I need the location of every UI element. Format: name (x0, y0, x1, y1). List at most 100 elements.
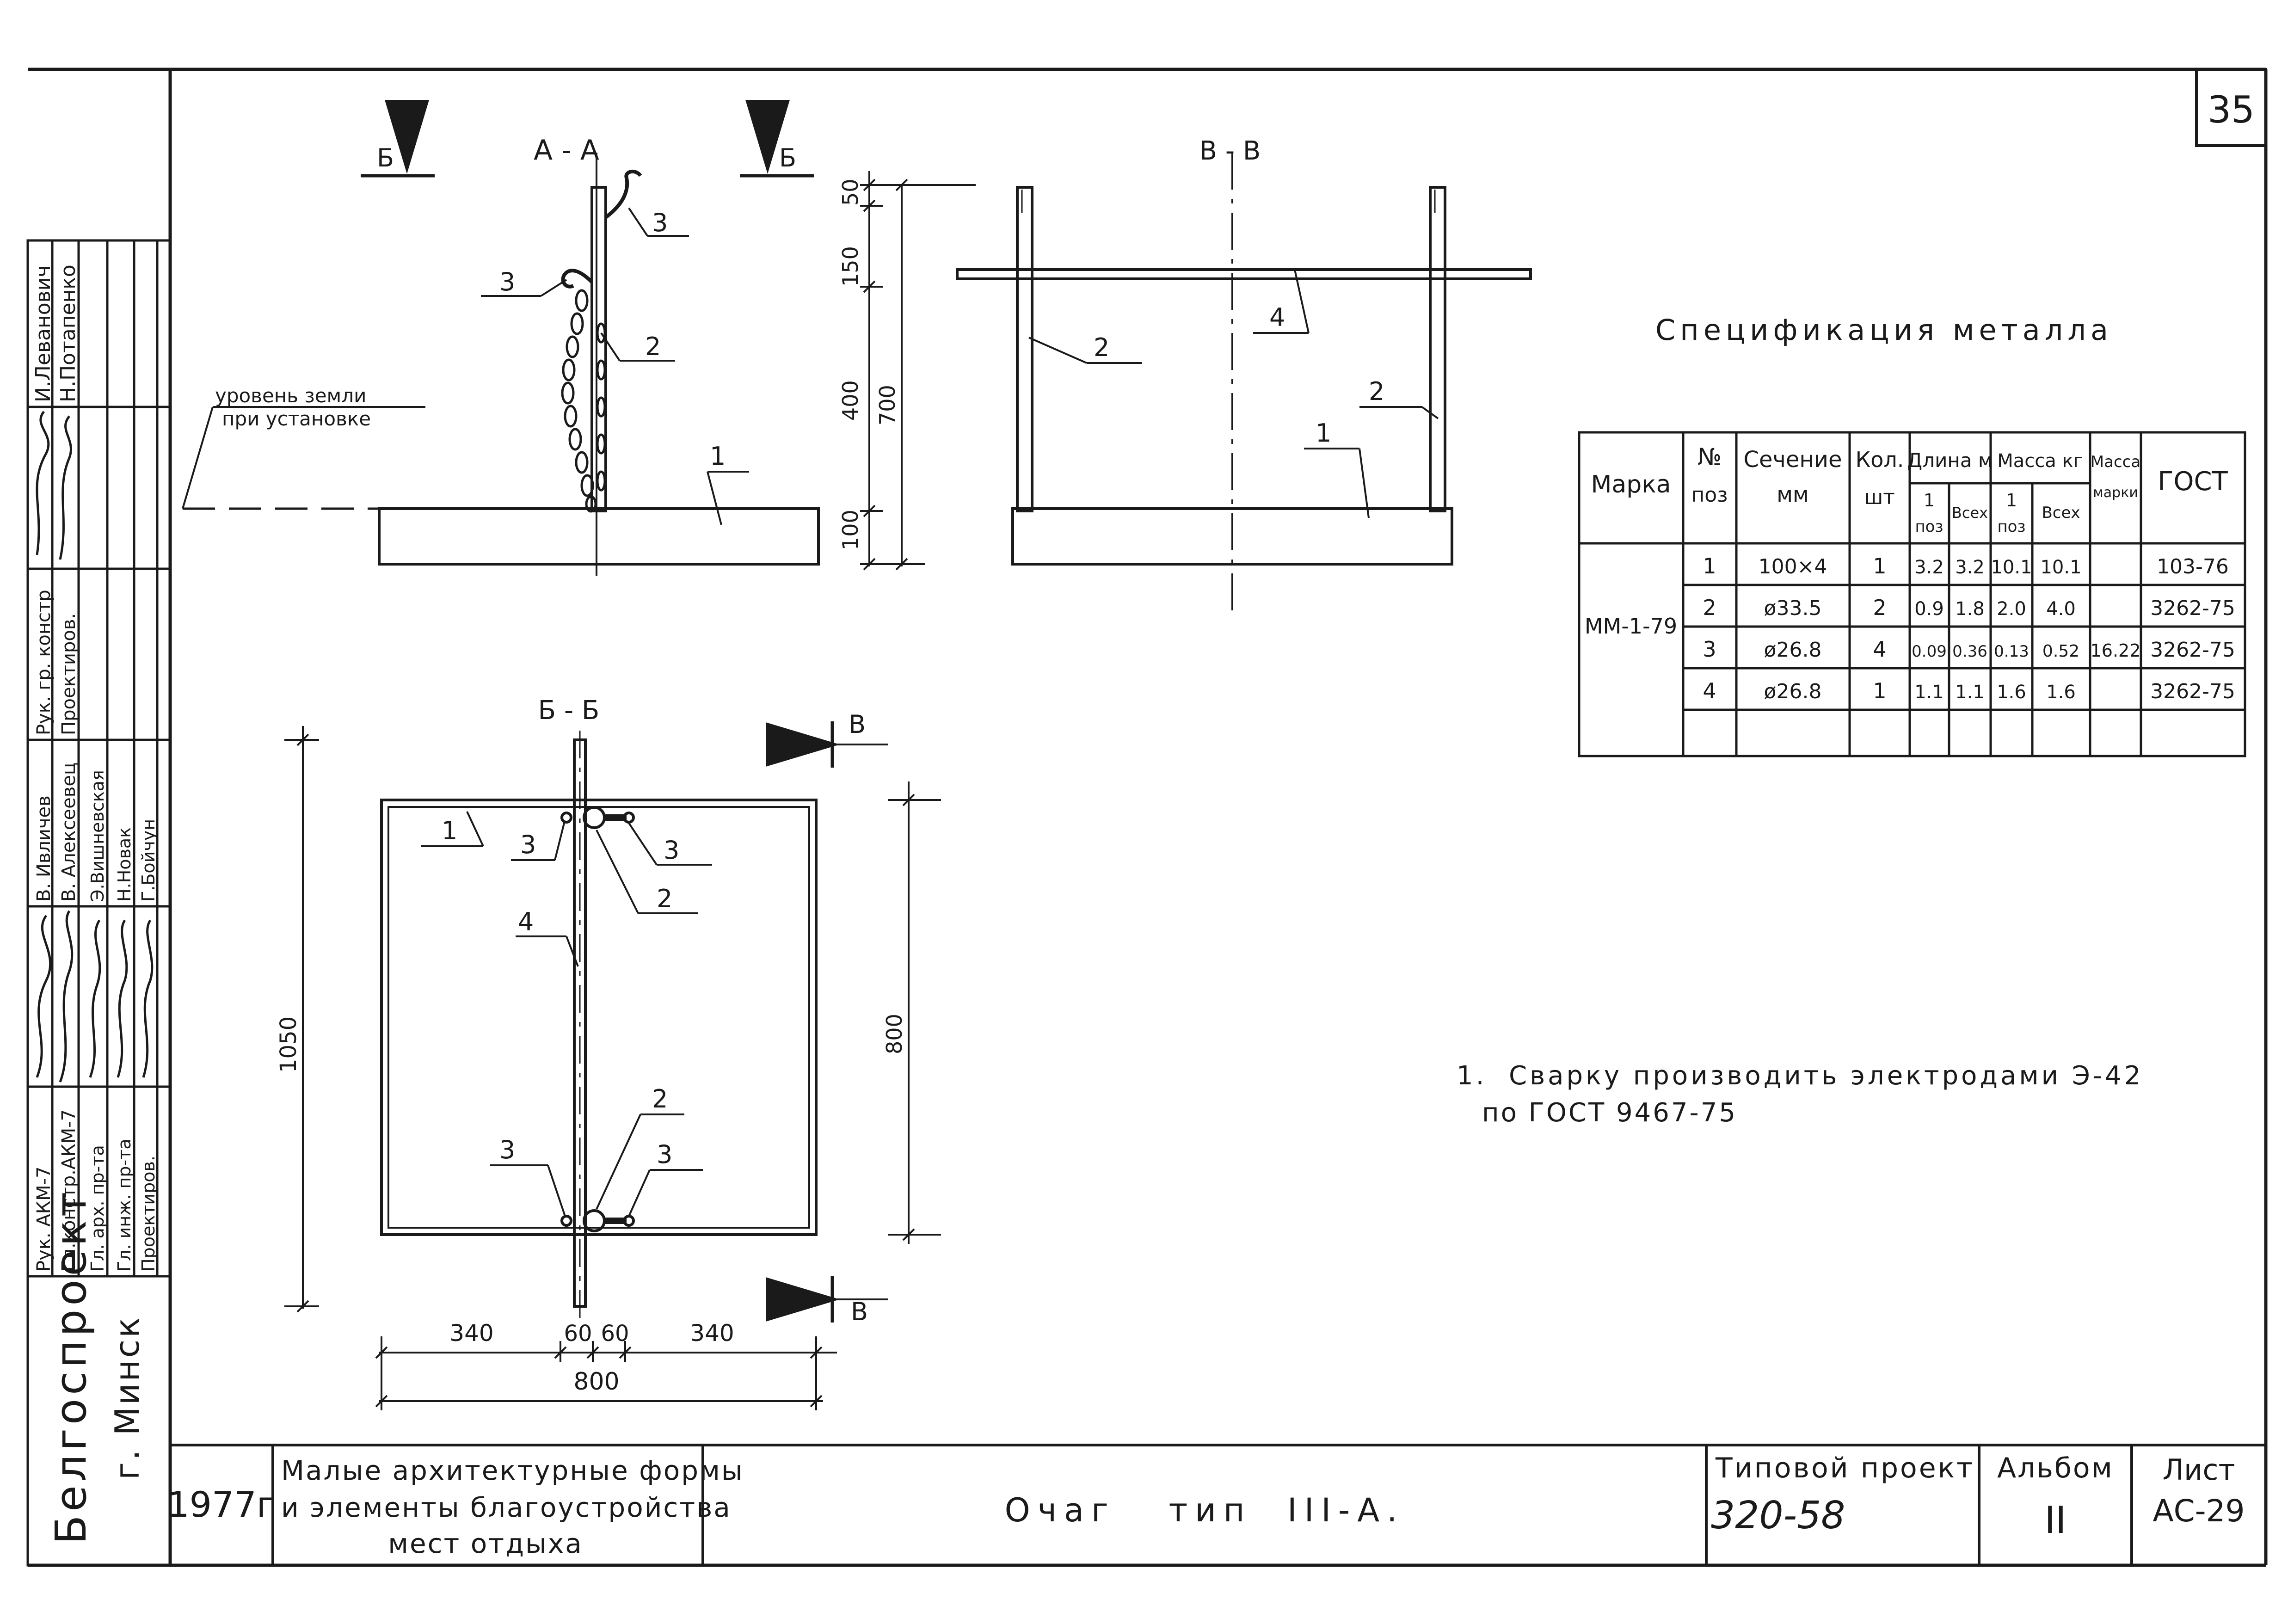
vertical-dimensions (860, 171, 976, 571)
header-length-one-2: поз (1915, 517, 1943, 536)
leader-vv-4: 4 (1269, 303, 1285, 332)
cell-len1: 0.9 (1914, 598, 1944, 620)
project-name-line-1: Малые архитектурные формы (281, 1455, 744, 1486)
cell-gost: 3262-75 (2150, 638, 2235, 662)
cell-gost: 103-76 (2157, 555, 2229, 578)
cell-len1: 1.1 (1914, 682, 1944, 703)
leader-bb-1: 1 (442, 816, 457, 845)
spec-table-grid (1578, 431, 2246, 757)
cell-pos: 2 (1703, 595, 1716, 620)
dim-340-left: 340 (449, 1320, 493, 1347)
cell-qty: 4 (1873, 637, 1886, 662)
spec-title: Спецификация металла (1655, 313, 2113, 347)
role-5: Проектиров. (138, 1156, 159, 1272)
chain (561, 289, 606, 513)
cell-lenall: 1.8 (1955, 598, 1985, 620)
header-mass-mark-1: Масса (2091, 453, 2140, 471)
cut-v-bottom: В (851, 1297, 868, 1326)
view-section-aa (182, 100, 820, 576)
cell-mall: 1.6 (2046, 682, 2076, 703)
dim-800-horizontal: 800 (573, 1368, 619, 1396)
title-block (170, 1444, 2266, 1565)
leader-vv-1: 1 (1316, 418, 1331, 448)
header-length-all: Всех (1952, 504, 1988, 522)
dim-150: 150 (838, 246, 863, 287)
cell-mall: 10.1 (2040, 557, 2081, 578)
leader-bb-3-d: 3 (657, 1140, 672, 1169)
role-2: Гл.констр.АКМ-7 (58, 1109, 80, 1272)
dim-400: 400 (838, 380, 863, 421)
cell-mall: 4.0 (2046, 598, 2076, 620)
leader-aa-2: 2 (645, 332, 661, 361)
cell-gost: 3262-75 (2150, 597, 2235, 620)
ground-level-line-2: при установке (222, 407, 371, 430)
name-3: Э.Вишневская (87, 770, 108, 902)
spec-table-rows: 1 100×4 1 3.2 3.2 10.1 10.1 103-76 2 ø33… (1703, 554, 2235, 703)
cell-mmark: 16.22 (2091, 640, 2141, 661)
leader-bb-2-a: 2 (657, 884, 672, 913)
leader-vv-2-left: 2 (1094, 333, 1109, 362)
cell-gost: 3262-75 (2150, 680, 2235, 703)
note-line-2: по ГОСТ 9467-75 (1482, 1098, 1737, 1128)
typical-project-label: Типовой проект (1715, 1452, 1974, 1484)
top-role-2: Проектиров. (58, 613, 80, 735)
leader-bb-3-c: 3 (499, 1135, 515, 1164)
header-mass-one-1: 1 (2006, 490, 2017, 511)
sheet-frame (28, 68, 2268, 1567)
header-qty-2: шт (1864, 486, 1895, 509)
cell-section: ø33.5 (1764, 597, 1822, 620)
header-pos-1: № (1697, 443, 1722, 470)
sheet-code: АС-29 (2153, 1493, 2245, 1529)
sheet-number: 35 (2208, 88, 2255, 131)
cell-section: ø26.8 (1764, 680, 1822, 703)
dim-60-b: 60 (601, 1321, 629, 1347)
organization-name: Белгоспроект (46, 1188, 96, 1544)
role-3: Гл. арх. пр-та (87, 1145, 108, 1272)
signature-scribbles (36, 411, 154, 1083)
role-1: Рук. АКМ-7 (33, 1166, 55, 1272)
note-line-1: 1. Сварку производить электродами Э-42 (1457, 1061, 2143, 1091)
cut-b-left: Б (377, 143, 394, 172)
cell-len1: 3.2 (1914, 557, 1944, 578)
cell-m1: 10.1 (1991, 557, 2032, 578)
dim-50: 50 (838, 178, 863, 206)
header-section-2: мм (1777, 482, 1808, 507)
leader-aa-3-top: 3 (652, 208, 668, 237)
cell-m1: 0.13 (1994, 642, 2029, 661)
section-vv-title: В - В (1199, 136, 1261, 166)
header-mass: Масса кг (1997, 450, 2083, 472)
cell-pos: 3 (1703, 637, 1716, 662)
role-4: Гл. инж. пр-та (114, 1138, 135, 1272)
drawing-title: Очаг тип III-А. (1005, 1491, 1405, 1529)
header-length-one-1: 1 (1924, 490, 1935, 511)
leader-bb-3-a: 3 (520, 830, 536, 859)
cell-m1: 2.0 (1997, 598, 2026, 620)
year: 1977г (167, 1484, 275, 1525)
cut-v-top: В (849, 710, 866, 739)
project-name-line-2: и элементы благоустройства (281, 1492, 732, 1523)
leader-bb-2-b: 2 (652, 1084, 668, 1113)
cell-qty: 1 (1873, 554, 1886, 578)
cut-b-right: Б (779, 143, 796, 172)
leader-vv-2-right: 2 (1369, 377, 1384, 406)
header-mass-all: Всех (2042, 504, 2080, 522)
view-section-vv (956, 153, 1532, 610)
dim-60-a: 60 (564, 1321, 592, 1347)
view-section-bb (284, 721, 941, 1410)
sheet-label: Лист (2162, 1453, 2235, 1487)
cell-lenall: 3.2 (1955, 557, 1985, 578)
name-5: Г.Бойчун (138, 819, 159, 902)
organization-city: г. Минск (108, 1316, 147, 1480)
header-length: Длина м (1907, 449, 1993, 472)
dim-1050: 1050 (276, 1016, 301, 1073)
name-1: В. Ивличев (33, 795, 55, 902)
leader-aa-1: 1 (710, 442, 726, 471)
section-bb-title: Б - Б (538, 695, 600, 726)
signature-strip (26, 239, 172, 1567)
cell-lenall: 0.36 (1952, 642, 1987, 661)
top-name-2: Н.Потапенко (56, 265, 80, 402)
dim-340-right: 340 (690, 1320, 734, 1347)
leader-aa-3-left: 3 (499, 267, 515, 296)
dim-700: 700 (875, 385, 900, 425)
